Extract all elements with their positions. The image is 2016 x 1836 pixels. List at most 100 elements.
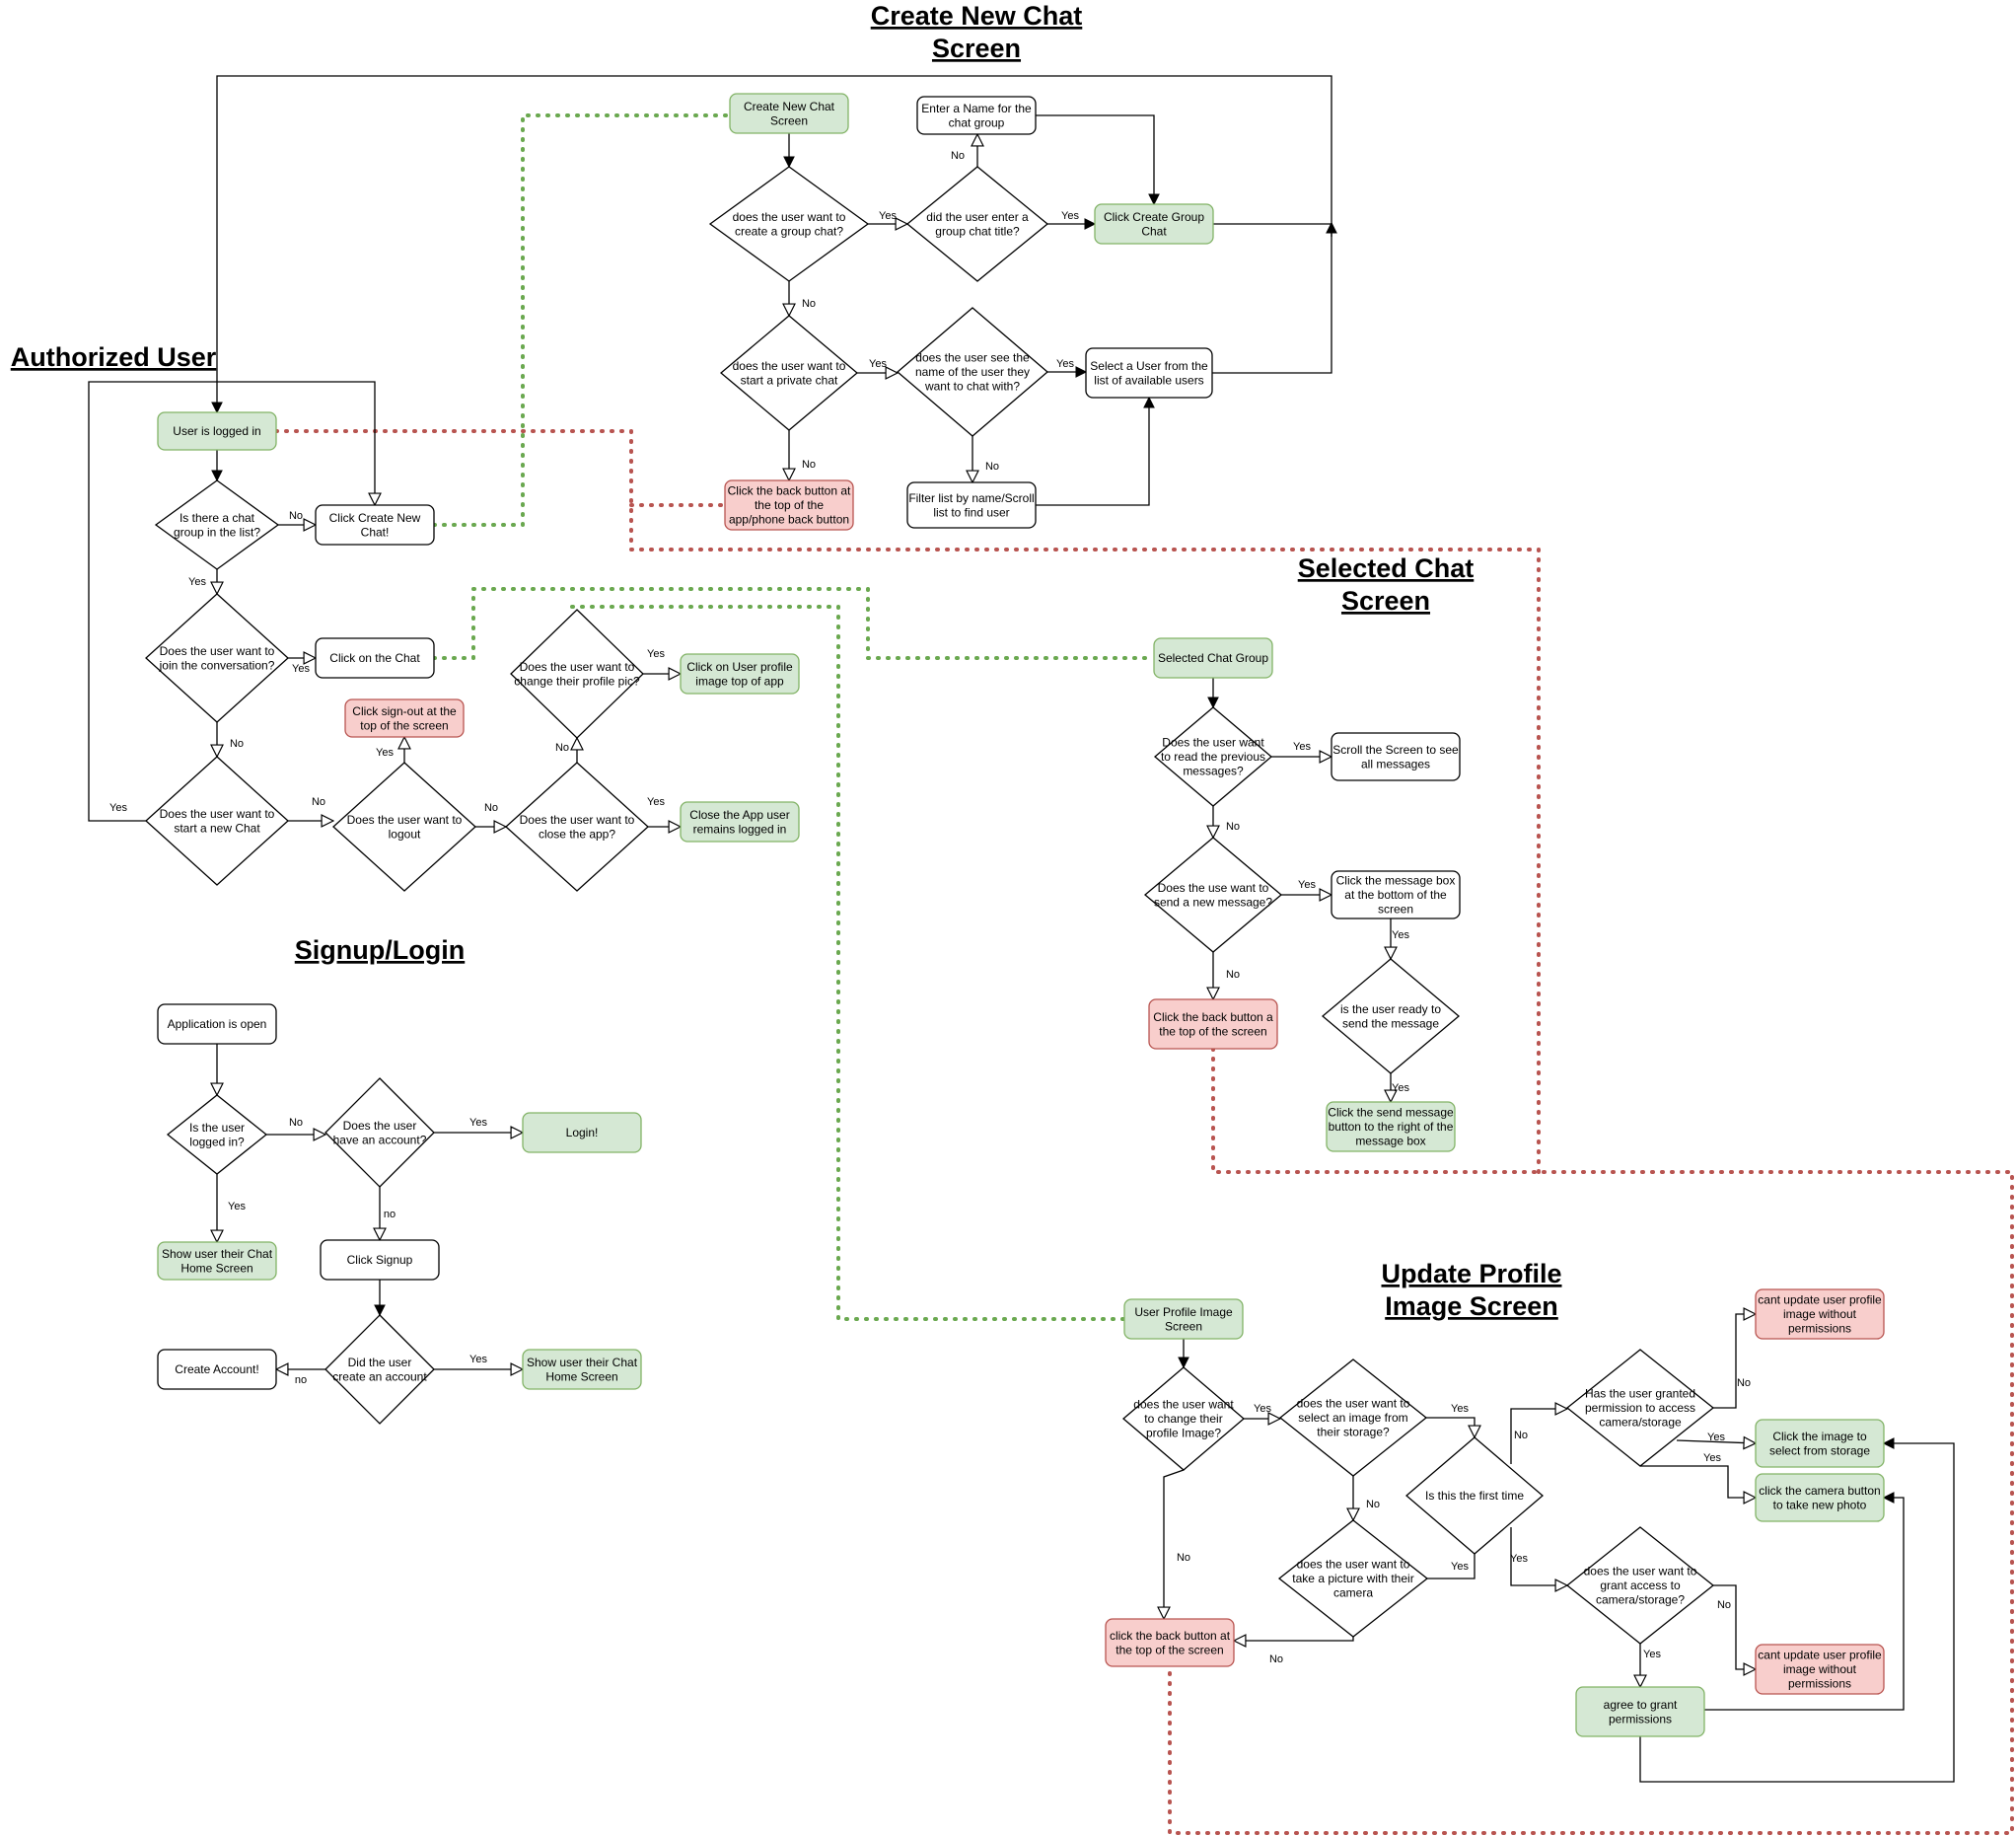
node-label-line: Select a User from the xyxy=(1090,359,1208,373)
edge-label-au-close-yes: Yes xyxy=(647,796,665,808)
node-label-line: does the user want to xyxy=(733,359,846,373)
screen-link-3 xyxy=(570,605,1126,1321)
edge-label-nc-title-yes: Yes xyxy=(1061,210,1079,222)
edge-label-up-change-yes: Yes xyxy=(1254,1403,1271,1415)
node-label-line: Application is open xyxy=(168,1017,267,1031)
edge-label-au-profile-yes: Yes xyxy=(647,648,665,660)
decision-diamond xyxy=(505,762,649,892)
node-label-line: Enter a Name for the xyxy=(921,102,1032,115)
node-label-line: Click sign-out at the xyxy=(352,704,457,718)
process-box xyxy=(1326,1101,1456,1152)
node-label-line: Is this the first time xyxy=(1425,1489,1524,1503)
node-label-line: to change their xyxy=(1144,1412,1222,1426)
process-box xyxy=(315,504,435,546)
edge-label-sc-read-no: No xyxy=(1226,821,1240,833)
process-box xyxy=(1085,347,1213,399)
process-box xyxy=(157,1349,277,1390)
node-label-line: create a group chat? xyxy=(735,224,843,238)
node-label-line: to take new photo xyxy=(1773,1498,1867,1511)
decision-diamond xyxy=(1143,837,1283,953)
node-label-line: Does the use want to xyxy=(1158,881,1269,895)
node-label-line: does the user see the xyxy=(915,351,1030,365)
section-title-line: Signup/Login xyxy=(295,935,465,965)
node-label-line: camera/storage? xyxy=(1596,1593,1685,1607)
node-label-line: image without xyxy=(1783,1307,1857,1321)
node-label-line: image top of app xyxy=(695,674,784,688)
node-label-line: permissions xyxy=(1788,1677,1851,1691)
flow-edges xyxy=(88,75,1955,1783)
edge-label-au-new-chat-yes: Yes xyxy=(109,802,127,814)
process-box xyxy=(1094,203,1214,245)
edge-label-up-granted-yes1: Yes xyxy=(1707,1432,1725,1443)
node-label-line: Does the user xyxy=(343,1119,417,1133)
decision-diamond xyxy=(896,307,1049,437)
node-label-line: permissions xyxy=(1788,1322,1851,1336)
flow-edge-49 xyxy=(1510,1409,1567,1464)
edge-label-au-join-no: No xyxy=(230,738,244,750)
node-label: User is logged in xyxy=(173,424,260,438)
node-label-line: does the user want xyxy=(1133,1398,1234,1412)
process-box xyxy=(916,96,1037,135)
process-box xyxy=(1153,637,1273,679)
node-label-line: Login! xyxy=(566,1126,599,1139)
node-label: Application is open xyxy=(168,1017,267,1031)
node-label-line: create an account xyxy=(332,1369,427,1383)
edge-label-sc-msg-yes: Yes xyxy=(1392,929,1409,941)
process-box xyxy=(1755,1288,1885,1340)
node-label-line: Is there a chat xyxy=(180,511,255,525)
flow-edge-12 xyxy=(211,75,1332,414)
node-label-line: their storage? xyxy=(1317,1426,1390,1439)
decision-diamond xyxy=(145,756,289,886)
node-label-line: does the user want to xyxy=(733,210,846,224)
process-box xyxy=(724,479,854,531)
node-label-line: permission to access xyxy=(1585,1401,1695,1415)
node-label-line: Does the user want to xyxy=(520,660,635,674)
process-box xyxy=(1331,732,1461,781)
node-label-line: Has the user granted xyxy=(1585,1387,1695,1401)
process-box xyxy=(1755,1473,1885,1522)
decision-diamond xyxy=(1565,1526,1715,1645)
node-label-line: Home Screen xyxy=(180,1261,252,1275)
section-title-authorized-user: Authorized User xyxy=(11,342,217,372)
process-box xyxy=(729,93,849,134)
process-box xyxy=(157,1003,277,1045)
edge-label-up-first-yes: Yes xyxy=(1510,1553,1528,1565)
decision-diamond xyxy=(719,315,859,431)
node-label-line: agree to grant xyxy=(1604,1698,1678,1712)
node-label-line: to read the previous xyxy=(1161,750,1265,764)
node-label-line: Does the user want to xyxy=(160,644,275,658)
edge-label-sl-created-no: no xyxy=(295,1374,307,1386)
decision-diamond xyxy=(145,593,289,723)
node-label-line: did the user enter a xyxy=(926,210,1029,224)
edge-label-au-close-no: No xyxy=(555,742,569,754)
node-label-line: click the back button at xyxy=(1110,1629,1231,1643)
process-box xyxy=(157,1241,277,1281)
process-box xyxy=(157,411,277,451)
process-box xyxy=(1755,1644,1885,1695)
decision-diamond xyxy=(905,166,1049,282)
process-box xyxy=(906,481,1037,529)
edge-label-nc-group-no: No xyxy=(802,298,816,310)
